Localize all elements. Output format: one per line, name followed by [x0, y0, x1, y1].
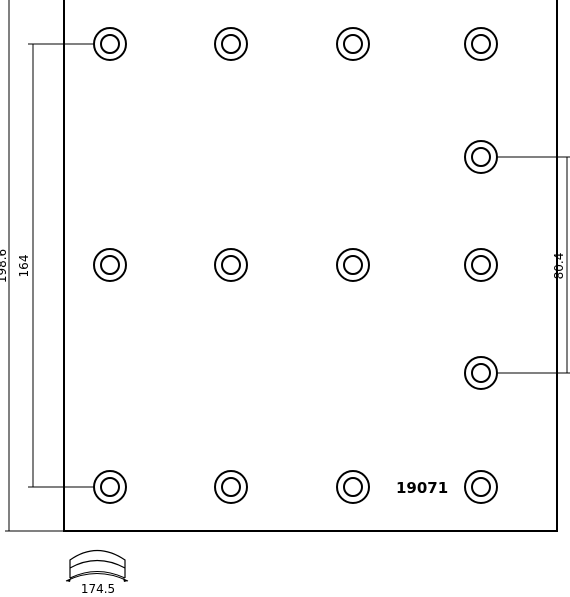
- hole-outer-ring: [464, 248, 498, 282]
- hole-inner-ring: [100, 34, 120, 54]
- hole-span-dimension: 164: [17, 43, 95, 488]
- hole: [336, 470, 370, 504]
- hole: [464, 140, 498, 174]
- arc-width-indicator: 174.5: [65, 549, 129, 596]
- part-number: 19071: [396, 479, 448, 497]
- hole-inner-ring: [471, 147, 491, 167]
- hole-outer-ring: [464, 27, 498, 61]
- hole-outer-ring: [336, 248, 370, 282]
- hole-inner-ring: [221, 34, 241, 54]
- hole-inner-ring: [221, 255, 241, 275]
- hole-outer-ring: [464, 356, 498, 390]
- hole-inner-ring: [100, 255, 120, 275]
- hole: [93, 27, 127, 61]
- hole-span-label: 164: [17, 255, 31, 278]
- hole: [464, 470, 498, 504]
- hole-outer-ring: [93, 27, 127, 61]
- hole: [464, 248, 498, 282]
- hole-inner-ring: [100, 477, 120, 497]
- hole-outer-ring: [464, 470, 498, 504]
- hole-inner-ring: [343, 255, 363, 275]
- holes-group: [93, 27, 498, 504]
- overall-height-label: 198.6: [0, 249, 9, 283]
- hole: [214, 470, 248, 504]
- right-hole-spacing-dimension: 80.4: [498, 156, 570, 374]
- hole-outer-ring: [214, 470, 248, 504]
- hole-inner-ring: [221, 477, 241, 497]
- hole-inner-ring: [343, 477, 363, 497]
- hole-outer-ring: [214, 248, 248, 282]
- arc-width-label: 174.5: [81, 582, 115, 596]
- hole: [336, 27, 370, 61]
- hole: [214, 248, 248, 282]
- hole-outer-ring: [93, 470, 127, 504]
- overall-height-dimension: 198.6: [0, 0, 64, 532]
- hole: [464, 27, 498, 61]
- hole: [214, 27, 248, 61]
- hole-inner-ring: [471, 363, 491, 383]
- hole-outer-ring: [336, 470, 370, 504]
- hole-inner-ring: [471, 477, 491, 497]
- hole-outer-ring: [93, 248, 127, 282]
- hole-outer-ring: [464, 140, 498, 174]
- hole: [464, 356, 498, 390]
- hole: [336, 248, 370, 282]
- hole: [93, 470, 127, 504]
- hole-inner-ring: [471, 34, 491, 54]
- hole-outer-ring: [214, 27, 248, 61]
- right-hole-spacing-label: 80.4: [552, 253, 566, 280]
- hole-inner-ring: [471, 255, 491, 275]
- hole-inner-ring: [343, 34, 363, 54]
- hole-outer-ring: [336, 27, 370, 61]
- plate-outline: [63, 0, 558, 532]
- hole: [93, 248, 127, 282]
